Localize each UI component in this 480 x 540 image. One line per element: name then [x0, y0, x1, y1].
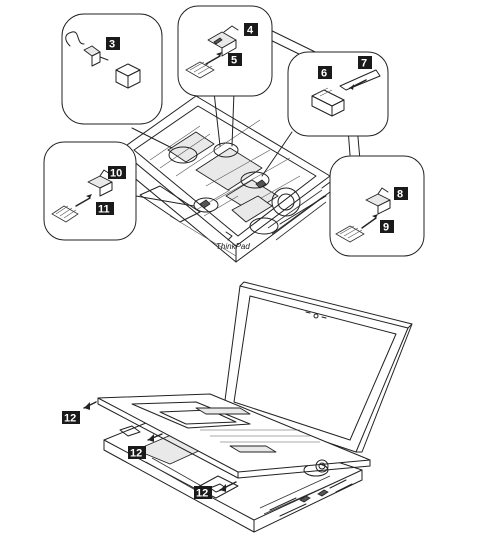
callout-badge: 8 — [394, 187, 408, 201]
callout-label: 5 — [231, 55, 237, 67]
brand-text: ThinkPad — [216, 242, 250, 251]
laptop-open-view — [83, 281, 413, 533]
callout-badge: 12 — [194, 486, 212, 500]
callout-badge: 3 — [106, 37, 120, 51]
detail-bubble-10-11: 10 11 — [43, 141, 137, 241]
callout-label: 3 — [109, 39, 115, 51]
callout-badge: 6 — [318, 66, 332, 80]
callout-label: 8 — [397, 189, 403, 201]
callout-label: 12 — [64, 413, 76, 425]
callout-label: 10 — [110, 168, 122, 180]
detail-bubble-4-5: 4 5 — [177, 5, 273, 97]
callout-badge: 9 — [380, 220, 394, 234]
detail-bubble-3: 3 — [61, 13, 163, 125]
callout-label: 12 — [130, 448, 142, 460]
callout-badge: 7 — [358, 56, 372, 70]
callout-label: 4 — [247, 25, 254, 37]
callout-badge: 12 — [128, 446, 146, 460]
laptop-base-top-view: ThinkPad — [119, 23, 361, 263]
thinkpad-logo: ThinkPad — [216, 231, 250, 251]
callout-badge: 11 — [96, 202, 114, 216]
leader-lines — [131, 91, 327, 225]
callout-label: 12 — [196, 488, 208, 500]
callout-label: 6 — [321, 68, 327, 80]
callout-badge: 5 — [228, 53, 242, 67]
callout-badge: 10 — [108, 166, 126, 180]
callout-badge: 12 — [62, 411, 80, 425]
detail-bubble-6-7: 6 7 — [287, 51, 389, 137]
detail-bubble-8-9: 8 9 — [329, 155, 425, 257]
callout-label: 7 — [361, 58, 367, 70]
callout-badge: 4 — [244, 23, 258, 37]
callout-label: 11 — [98, 204, 110, 216]
callout-label: 9 — [383, 222, 389, 234]
